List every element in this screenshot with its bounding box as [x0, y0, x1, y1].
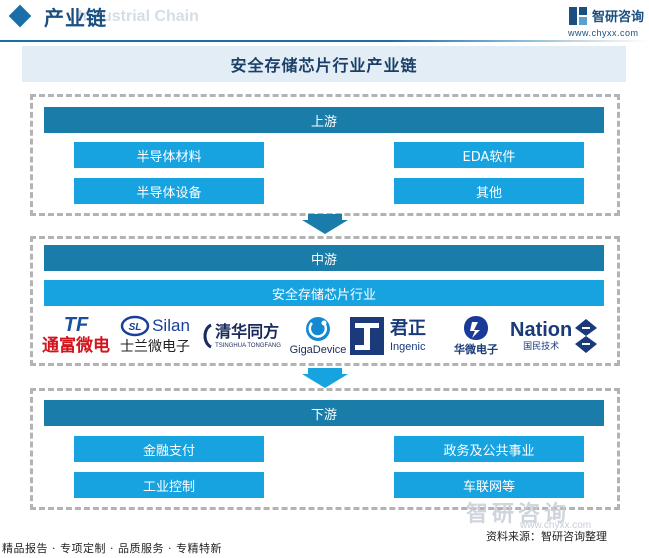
ingenic-mark-icon: [350, 317, 384, 355]
company-logo-nation: Nation 国民技术: [510, 314, 610, 358]
svg-text:SL: SL: [129, 322, 142, 333]
nation-mark: Nation: [510, 319, 573, 341]
diagram-title: 安全存储芯片行业产业链: [230, 56, 418, 75]
brand-url: www.chyxx.com: [568, 28, 639, 38]
ingenic-name: Ingenic: [390, 341, 426, 353]
midstream-section: [30, 236, 620, 366]
downstream-item: 金融支付: [74, 436, 264, 462]
watermark-url: www.chyxx.com: [520, 520, 592, 531]
upstream-item: 半导体材料: [74, 142, 264, 168]
diagram-title-bar: 安全存储芯片行业产业链: [22, 46, 626, 82]
upstream-item: EDA软件: [394, 142, 584, 168]
brand-logo-icon: [569, 7, 587, 25]
downstream-item: 工业控制: [74, 472, 264, 498]
header-divider: [0, 40, 649, 42]
gigadevice-globe-icon: [306, 317, 330, 341]
huawei-micro-emblem-icon: [464, 316, 488, 340]
company-logo-tongfang: 清华同方 TSINGHUA TONGFANG: [198, 314, 284, 358]
downstream-item: 政务及公共事业: [394, 436, 584, 462]
tongfang-mark-icon: [203, 323, 212, 349]
upstream-item: 半导体设备: [74, 178, 264, 204]
company-logo-silan: SL Silan 士兰微电子: [112, 312, 198, 360]
silan-oval-icon: SL: [120, 315, 150, 337]
huawei-micro-name: 华微电子: [454, 343, 498, 356]
silan-name: 士兰微电子: [120, 339, 190, 355]
company-logo-tongfu: TF 通富微电: [36, 312, 116, 360]
gigadevice-name: GigaDevice: [289, 344, 347, 356]
source-note: 资料来源：智研咨询整理: [486, 530, 607, 543]
header-diamond-icon: [8, 4, 32, 28]
silan-mark: Silan: [152, 316, 190, 335]
nation-name: 国民技术: [523, 342, 560, 352]
footer-tagline: 精品报告 · 专项定制 · 品质服务 · 专精特新: [2, 542, 222, 555]
company-logo-gigadevice: GigaDevice: [284, 312, 352, 360]
downstream-item: 车联网等: [394, 472, 584, 498]
ingenic-mark: 君正: [390, 318, 426, 339]
tongfu-name: 通富微电: [42, 336, 110, 356]
brand-name: 智研咨询: [592, 10, 645, 25]
downstream-header: 下游: [44, 400, 604, 426]
upstream-item: 其他: [394, 178, 584, 204]
flow-arrow-down-icon: [302, 368, 348, 388]
midstream-industry-bar: 安全存储芯片行业: [44, 280, 604, 306]
tongfu-mark: TF: [63, 314, 89, 336]
tongfang-mark: 清华同方: [215, 322, 280, 341]
company-logo-huawei-micro: 华微电子: [444, 312, 508, 360]
watermark-brand: 智研咨询: [466, 502, 571, 527]
flow-arrow-down-icon: [302, 214, 348, 234]
page-title: 产业链: [44, 6, 107, 30]
nation-s-icon: [575, 319, 598, 353]
tongfang-name: TSINGHUA TONGFANG: [215, 343, 281, 349]
upstream-header: 上游: [44, 107, 604, 133]
header-subtitle-watermark: Industrial Chain: [78, 8, 199, 25]
downstream-section: [30, 388, 620, 510]
company-logo-ingenic: 君正 Ingenic: [350, 314, 440, 358]
midstream-header: 中游: [44, 245, 604, 271]
